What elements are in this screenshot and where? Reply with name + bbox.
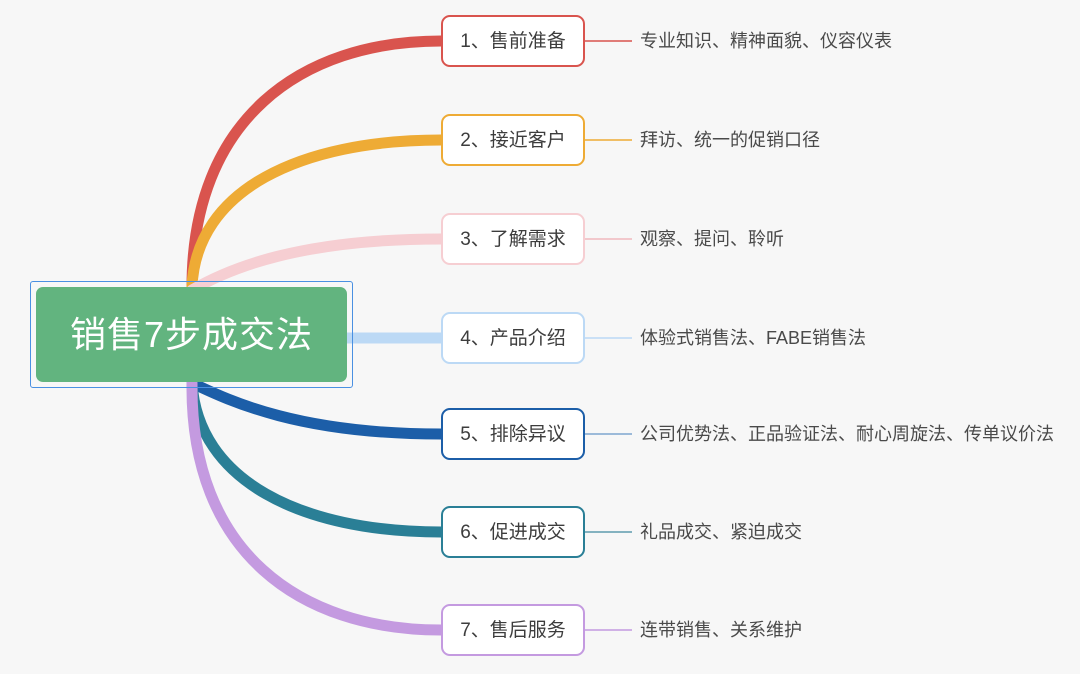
leaf-node-5[interactable]: 公司优势法、正品验证法、耐心周旋法、传单议价法 [640, 424, 1054, 444]
topic-node-label: 6、促进成交 [460, 521, 566, 543]
branch-curve-2 [186, 134, 447, 293]
topic-node-label: 1、售前准备 [460, 30, 566, 52]
root-node[interactable]: 销售7步成交法 [30, 281, 353, 388]
topic-node-label: 5、排除异议 [460, 423, 566, 445]
topic-node-2[interactable]: 2、接近客户 [441, 114, 585, 166]
leaf-node-4[interactable]: 体验式销售法、FABE销售法 [640, 328, 867, 348]
topic-node-7[interactable]: 7、售后服务 [441, 604, 585, 656]
topic-node-3[interactable]: 3、了解需求 [441, 213, 585, 265]
topic-node-6[interactable]: 6、促进成交 [441, 506, 585, 558]
branch-curve-1 [186, 35, 447, 293]
topic-node-5[interactable]: 5、排除异议 [441, 408, 585, 460]
root-node-label: 销售7步成交法 [69, 313, 314, 355]
topic-node-label: 4、产品介绍 [460, 327, 566, 349]
branch-curve-7 [186, 377, 447, 636]
topic-node-label: 2、接近客户 [460, 129, 566, 151]
root-node-fill: 销售7步成交法 [36, 287, 347, 382]
branch-curve-6 [186, 377, 447, 538]
topic-node-4[interactable]: 4、产品介绍 [441, 312, 585, 364]
leaf-node-6[interactable]: 礼品成交、紧迫成交 [640, 522, 802, 542]
leaf-node-7[interactable]: 连带销售、关系维护 [640, 620, 802, 640]
branch-curve-5 [186, 377, 447, 440]
topic-node-label: 7、售后服务 [460, 619, 566, 641]
leaf-node-2[interactable]: 拜访、统一的促销口径 [640, 130, 820, 150]
topic-node-1[interactable]: 1、售前准备 [441, 15, 585, 67]
topic-node-label: 3、了解需求 [460, 228, 566, 250]
leaf-node-1[interactable]: 专业知识、精神面貌、仪容仪表 [640, 31, 892, 51]
leaf-node-3[interactable]: 观察、提问、聆听 [640, 229, 784, 249]
